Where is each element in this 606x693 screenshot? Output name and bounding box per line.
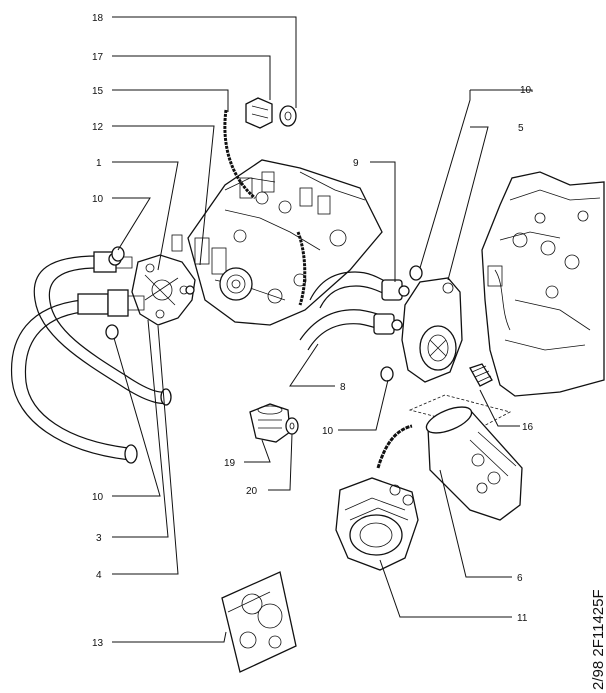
callout-13: 13: [92, 638, 104, 649]
sealing-washer-18: [279, 105, 297, 127]
callout-1: 1: [96, 158, 102, 169]
callout-16: 16: [522, 422, 534, 433]
pressure-switch-19: [249, 403, 291, 443]
callout-5: 5: [518, 123, 524, 134]
callout-labels: 18 17 15 12 1 10 9 10 5 8 10 16 19 20 10…: [92, 13, 534, 649]
sealing-washer-20: [285, 417, 299, 435]
cylinder-head-block: [171, 159, 383, 326]
callout-19: 19: [224, 458, 236, 469]
drawing-code: 2/98 2F11425F: [590, 589, 606, 690]
callout-11: 11: [517, 613, 528, 624]
callout-3: 3: [96, 533, 102, 544]
callout-15: 15: [92, 86, 104, 97]
callout-10-mid: 10: [322, 426, 334, 437]
callout-20: 20: [246, 486, 258, 497]
leader-lines: [112, 16, 533, 643]
callout-8: 8: [340, 382, 346, 393]
callout-10-bottom: 10: [92, 492, 104, 503]
callout-10-top: 10: [520, 85, 532, 96]
callout-12: 12: [92, 122, 104, 133]
oil-cooler-housing-5: [401, 277, 463, 383]
engine-block: [481, 171, 605, 397]
callout-4: 4: [96, 570, 102, 581]
oil-flange-adapter-1: [131, 254, 196, 326]
oil-filter-6: [376, 406, 523, 521]
heat-exchanger-11: [335, 477, 419, 571]
o-ring-10-upper: [409, 265, 423, 281]
gasket-kit-13: [221, 571, 297, 673]
oil-temp-sensor-17: [245, 97, 273, 129]
callout-18: 18: [92, 13, 104, 24]
sensor-cable-15: [223, 109, 307, 306]
oil-hose-lower: [10, 289, 145, 464]
o-ring-10-mid: [380, 366, 394, 382]
o-ring-10-left: [111, 246, 125, 262]
threaded-stud-16: [408, 363, 512, 429]
o-ring-10-lower-left: [105, 324, 119, 340]
callout-9: 9: [353, 158, 359, 169]
callout-10-left: 10: [92, 194, 104, 205]
callout-17: 17: [92, 52, 104, 63]
oil-pipe-9: [299, 271, 410, 351]
callout-6: 6: [517, 573, 523, 584]
